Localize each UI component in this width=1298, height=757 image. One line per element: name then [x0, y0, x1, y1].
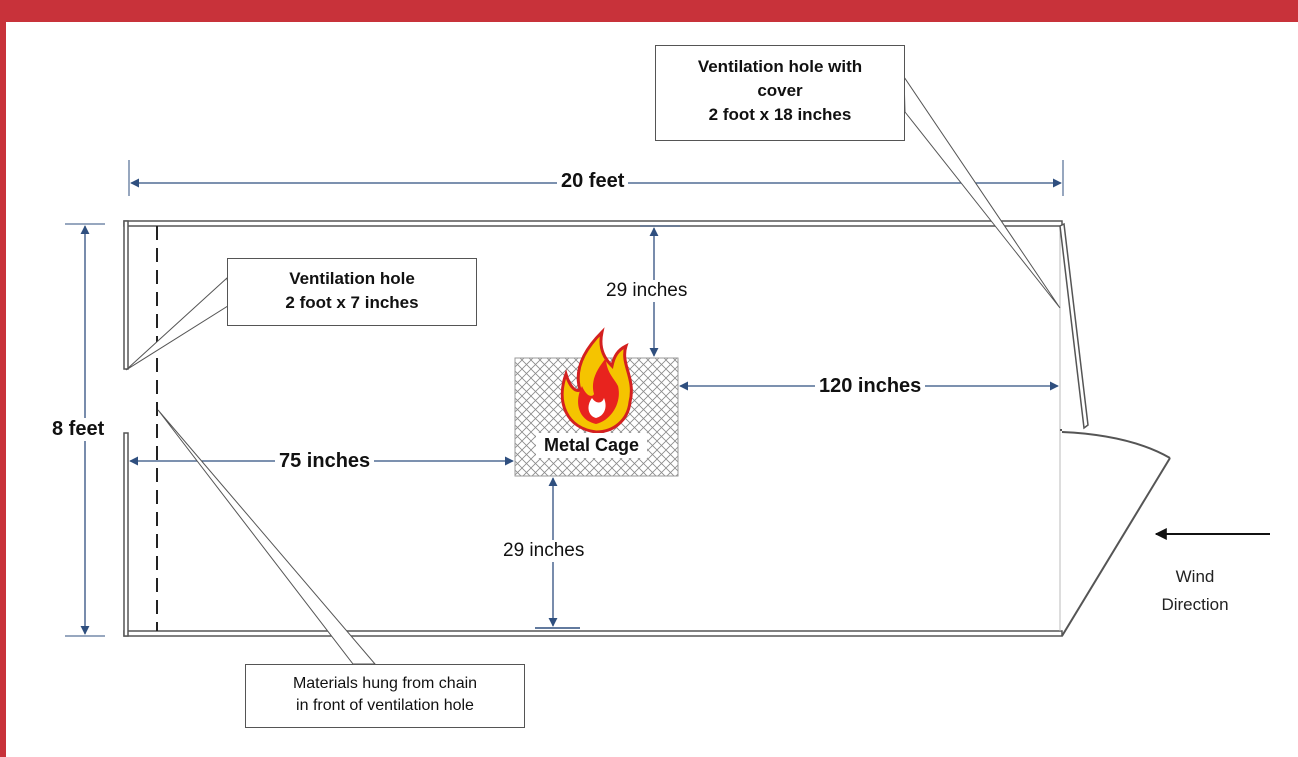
fire-icon	[560, 327, 633, 434]
materials-line2: in front of ventilation hole	[296, 697, 474, 714]
wind-line2: Direction	[1161, 595, 1229, 614]
vent-right-callout-pointer	[903, 75, 1061, 309]
left-gap-label: 75 inches	[275, 450, 375, 473]
top-gap-label: 29 inches	[604, 280, 690, 302]
length-label: 20 feet	[557, 170, 629, 193]
vent-left-callout-pointer	[125, 277, 232, 371]
bottom-gap-label: 29 inches	[500, 540, 588, 562]
top-border-bar	[0, 0, 1298, 22]
trailer-walls	[123, 220, 1063, 637]
vent-right-callout: Ventilation hole with cover 2 foot x 18 …	[655, 45, 905, 141]
vent-right-line3: 2 foot x 18 inches	[708, 105, 852, 124]
vent-left-line1: Ventilation hole	[289, 269, 415, 288]
right-gap-label: 120 inches	[815, 375, 926, 398]
vent-right-line1: Ventilation hole with	[697, 57, 863, 76]
vent-cover-and-door	[1059, 222, 1171, 637]
vent-right-line2: cover	[757, 81, 803, 100]
cage-label: Metal Cage	[536, 433, 648, 458]
materials-line1: Materials hung from chain	[292, 675, 478, 692]
wind-direction-label: Wind Direction	[1145, 563, 1245, 619]
vent-left-line2: 2 foot x 7 inches	[285, 293, 419, 312]
width-label: 8 feet	[50, 418, 107, 441]
left-border-bar	[0, 0, 6, 757]
vent-left-callout: Ventilation hole 2 foot x 7 inches	[227, 258, 477, 326]
materials-callout-pointer	[157, 409, 377, 665]
wind-line1: Wind	[1175, 567, 1215, 586]
materials-callout: Materials hung from chain in front of ve…	[245, 664, 525, 728]
